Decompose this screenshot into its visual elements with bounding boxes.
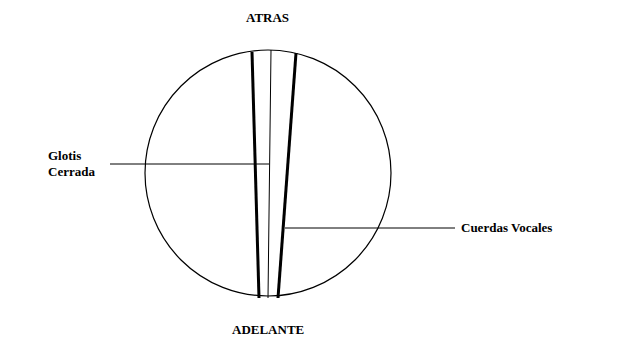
glottis-line	[268, 50, 271, 298]
vocal-cord-left	[252, 52, 259, 298]
leader-line	[285, 228, 455, 229]
part-label: Cuerdas Vocales	[461, 220, 552, 236]
part-label: Glotis Cerrada	[48, 148, 106, 180]
direction-label: ATRAS	[246, 10, 289, 26]
leader-line	[110, 164, 269, 165]
vocal-cord-right	[278, 53, 296, 298]
direction-label: ADELANTE	[232, 322, 304, 338]
